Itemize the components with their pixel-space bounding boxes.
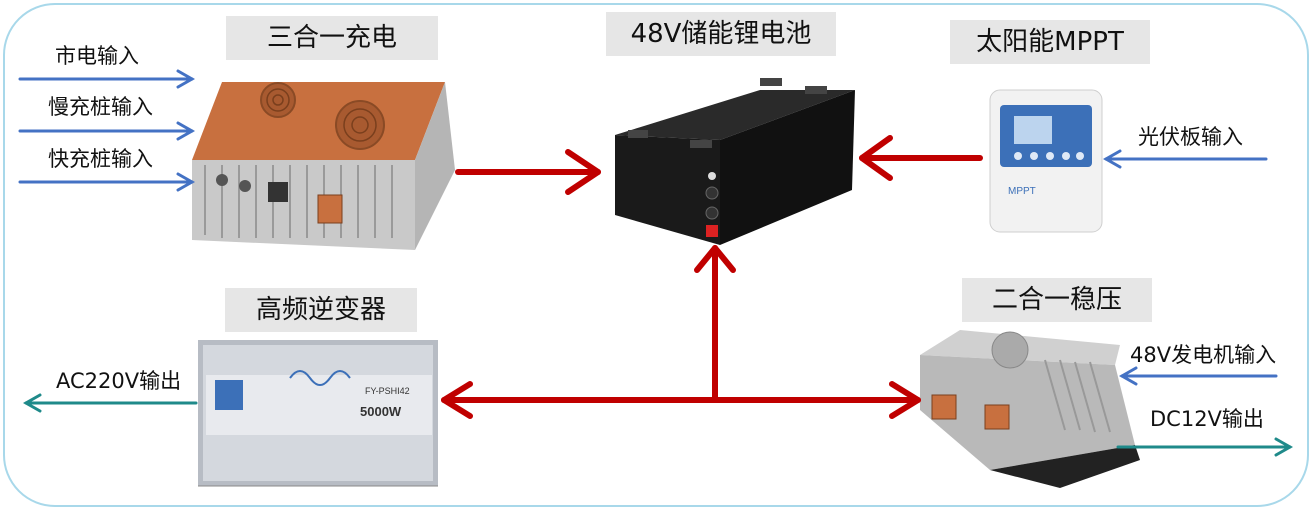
regulator-title: 二合一稳压 xyxy=(962,278,1152,322)
regulator-device xyxy=(920,330,1140,488)
generator-input-arrow xyxy=(1118,366,1278,386)
bus-to-battery-arrow xyxy=(694,245,736,403)
dc-output-arrow xyxy=(1116,437,1294,457)
inverter-title: 高频逆变器 xyxy=(225,288,417,332)
pv-input-arrow xyxy=(1102,149,1268,169)
inverter-device: FY-PSHI42 5000W xyxy=(198,340,438,487)
mppt-device: MPPT xyxy=(989,89,1103,233)
grid-input-arrow xyxy=(18,69,196,89)
ac-output-arrow xyxy=(22,393,198,413)
mppt-brand-text: MPPT xyxy=(1008,186,1036,197)
charger-device xyxy=(192,82,455,250)
charger-to-battery-arrow xyxy=(455,149,601,195)
inverter-power-text: 5000W xyxy=(360,404,402,419)
grid-input-label: 市电输入 xyxy=(55,44,139,68)
battery-title: 48V储能锂电池 xyxy=(606,12,836,56)
inverter-model-text: FY-PSHI42 xyxy=(365,386,410,396)
slow-pile-input-arrow xyxy=(18,121,196,141)
dc-output-label: DC12V输出 xyxy=(1150,407,1264,431)
ac-output-label: AC220V输出 xyxy=(56,369,182,393)
bus-to-regulator-arrow xyxy=(712,381,921,419)
bus-to-inverter-arrow xyxy=(441,381,718,419)
charger-title: 三合一充电 xyxy=(226,16,438,60)
diagram-frame xyxy=(3,3,1309,507)
fast-pile-input-label: 快充桩输入 xyxy=(48,147,153,171)
battery-device xyxy=(615,78,855,245)
mppt-title: 太阳能MPPT xyxy=(950,20,1150,64)
generator-input-label: 48V发电机输入 xyxy=(1130,343,1277,367)
mppt-to-battery-arrow xyxy=(859,135,983,181)
pv-input-label: 光伏板输入 xyxy=(1138,125,1243,149)
fast-pile-input-arrow xyxy=(18,172,196,192)
slow-pile-input-label: 慢充桩输入 xyxy=(48,95,153,119)
